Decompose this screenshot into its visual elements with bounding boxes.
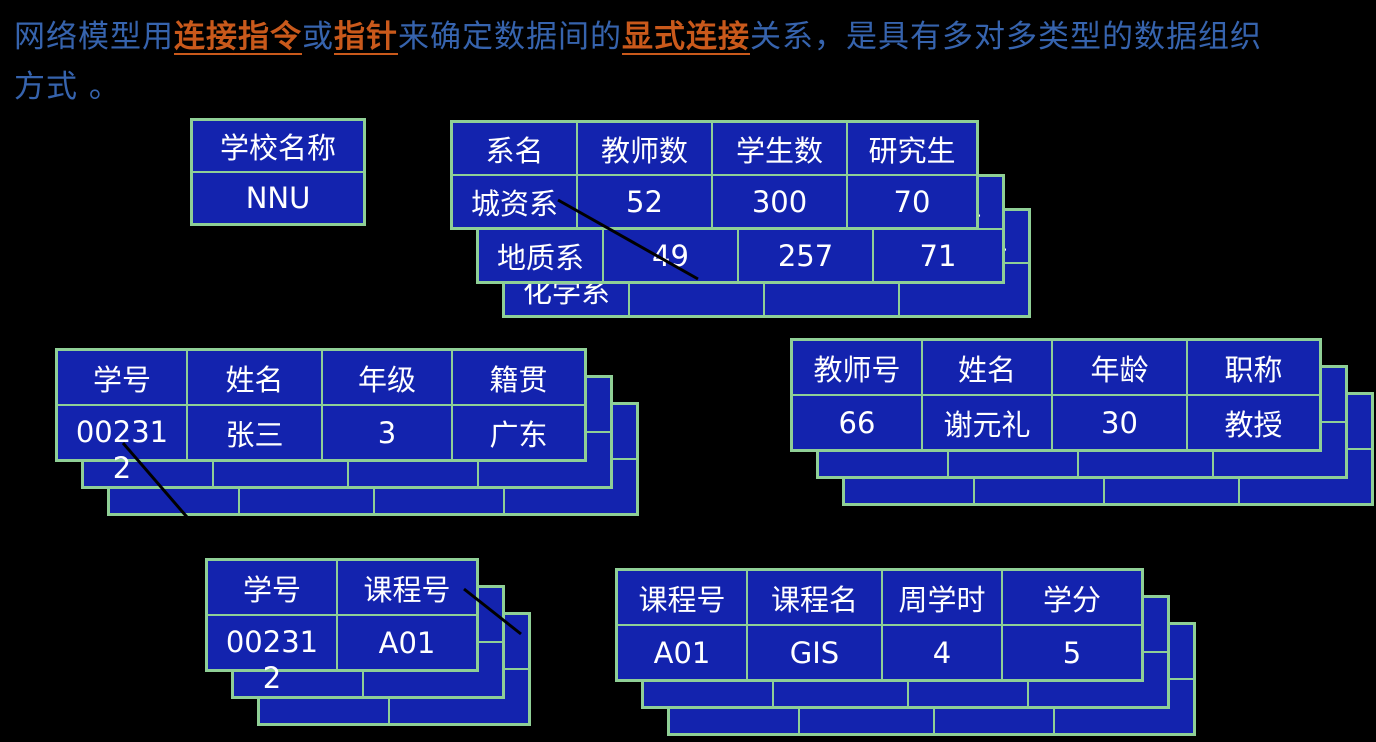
teacher-table-front: 教师号 姓名 年龄 职称 66 谢元礼 30 教授 — [790, 338, 1322, 452]
data-cell: 教授 — [1187, 395, 1320, 450]
header-cell: 学号 — [207, 560, 337, 615]
header-cell: 课程号 — [617, 570, 747, 625]
header-cell: 姓名 — [187, 350, 322, 405]
header-cell: 学生数 — [712, 122, 847, 175]
header-cell: 系名 — [452, 122, 577, 175]
data-cell: 002312 — [207, 615, 337, 695]
text-segment: 网络模型用 — [14, 19, 174, 55]
description-line-2: 方式 。 — [14, 62, 1364, 112]
data-cell: 30 — [1052, 395, 1187, 450]
header-cell: 课程号 — [337, 560, 477, 615]
header-cell: 年龄 — [1052, 340, 1187, 395]
data-cell: 002312 — [57, 405, 187, 485]
data-cell: NNU — [192, 172, 364, 224]
student-table-front: 学号 姓名 年级 籍贯 002312 张三 3 广东 — [55, 348, 587, 485]
data-cell: A01 — [337, 615, 477, 670]
course-table-front: 课程号 课程名 周学时 学分 A01 GIS 4 5 — [615, 568, 1144, 682]
enrollment-table-front: 学号 课程号 002312 A01 — [205, 558, 479, 695]
header-cell: 研究生 — [847, 122, 977, 175]
header-cell: 课程名 — [747, 570, 882, 625]
header-cell: 周学时 — [882, 570, 1002, 625]
data-cell: 4 — [882, 625, 1002, 680]
data-cell: GIS — [747, 625, 882, 680]
header-cell: 姓名 — [922, 340, 1052, 395]
data-cell: 5 — [1002, 625, 1142, 680]
data-cell: 谢元礼 — [922, 395, 1052, 450]
data-cell: 66 — [792, 395, 922, 450]
description-line-1: 网络模型用连接指令或指针来确定数据间的显式连接关系，是具有多对多类型的数据组织 — [14, 12, 1364, 62]
data-cell: 城资系 — [452, 175, 577, 228]
text-segment: 或 — [302, 19, 334, 55]
data-cell: 70 — [847, 175, 977, 228]
text-segment: 关系，是具有多对多类型的数据组织 — [750, 19, 1262, 55]
header-cell: 学分 — [1002, 570, 1142, 625]
department-table-front: 系名 教师数 学生数 研究生 城资系 52 300 70 — [450, 120, 979, 230]
text-segment-highlight: 连接指令 — [174, 19, 302, 55]
data-cell: 52 — [577, 175, 712, 228]
data-cell: A01 — [617, 625, 747, 680]
text-segment-highlight: 指针 — [334, 19, 398, 55]
data-cell: 257 — [738, 229, 873, 282]
description-text: 网络模型用连接指令或指针来确定数据间的显式连接关系，是具有多对多类型的数据组织 … — [14, 12, 1364, 112]
text-segment: 方式 。 — [14, 69, 121, 105]
data-cell: 地质系 — [478, 229, 603, 282]
header-cell: 教师号 — [792, 340, 922, 395]
text-segment: 来确定数据间的 — [398, 19, 622, 55]
data-cell: 张三 — [187, 405, 322, 460]
data-cell: 71 — [873, 229, 1003, 282]
data-cell: 广东 — [452, 405, 585, 460]
header-cell: 年级 — [322, 350, 452, 405]
data-cell: 3 — [322, 405, 452, 460]
school-table: 学校名称 NNU — [190, 118, 366, 226]
text-segment-highlight: 显式连接 — [622, 19, 750, 55]
header-cell: 籍贯 — [452, 350, 585, 405]
header-cell: 学校名称 — [192, 120, 364, 172]
header-cell: 职称 — [1187, 340, 1320, 395]
data-cell: 49 — [603, 229, 738, 282]
header-cell: 学号 — [57, 350, 187, 405]
header-cell: 教师数 — [577, 122, 712, 175]
data-cell: 300 — [712, 175, 847, 228]
